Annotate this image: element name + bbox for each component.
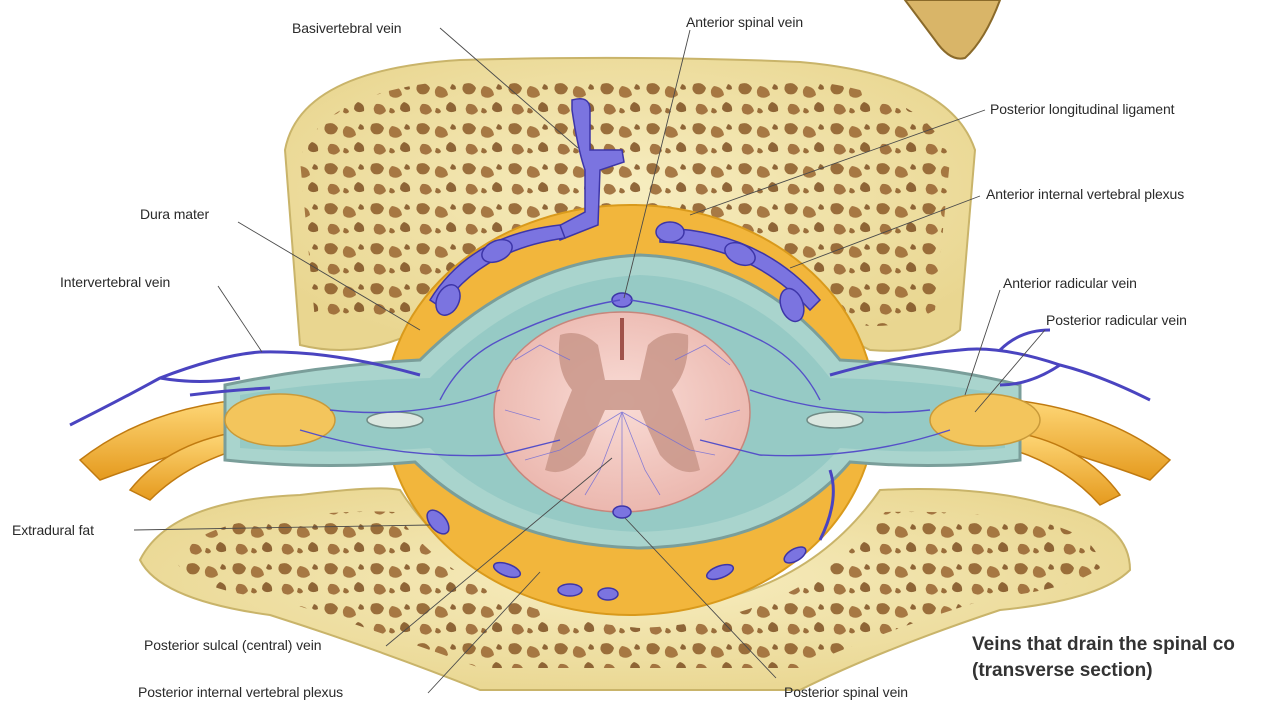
posterior-spinal-vein-lumen [613, 506, 631, 518]
label-basivertebral-vein: Basivertebral vein [292, 20, 401, 36]
transverse-process-bone [905, 0, 1000, 59]
figure-caption: Veins that drain the spinal co (transver… [972, 632, 1274, 684]
anterior-spinal-vein-lumen [612, 293, 632, 307]
label-dura-mater: Dura mater [140, 206, 209, 222]
label-extradural-fat: Extradural fat [12, 522, 94, 538]
label-intervertebral-vein: Intervertebral vein [60, 274, 170, 290]
caption-line-1: Veins that drain the spinal co [972, 632, 1274, 658]
label-anterior-spinal-vein: Anterior spinal vein [686, 14, 803, 30]
label-posterior-sulcal-vein: Posterior sulcal (central) vein [144, 637, 321, 653]
label-posterior-spinal-vein: Posterior spinal vein [784, 684, 908, 700]
spinal-cord [494, 312, 750, 512]
label-posterior-radicular-vein: Posterior radicular vein [1046, 312, 1187, 328]
label-posterior-longitudinal-ligament: Posterior longitudinal ligament [990, 101, 1174, 117]
label-anterior-radicular-vein: Anterior radicular vein [1003, 275, 1137, 291]
caption-line-2: (transverse section) [972, 658, 1274, 684]
label-posterior-internal-vertebral-plexus: Posterior internal vertebral plexus [138, 684, 343, 700]
label-anterior-internal-vertebral-plexus: Anterior internal vertebral plexus [986, 186, 1184, 202]
